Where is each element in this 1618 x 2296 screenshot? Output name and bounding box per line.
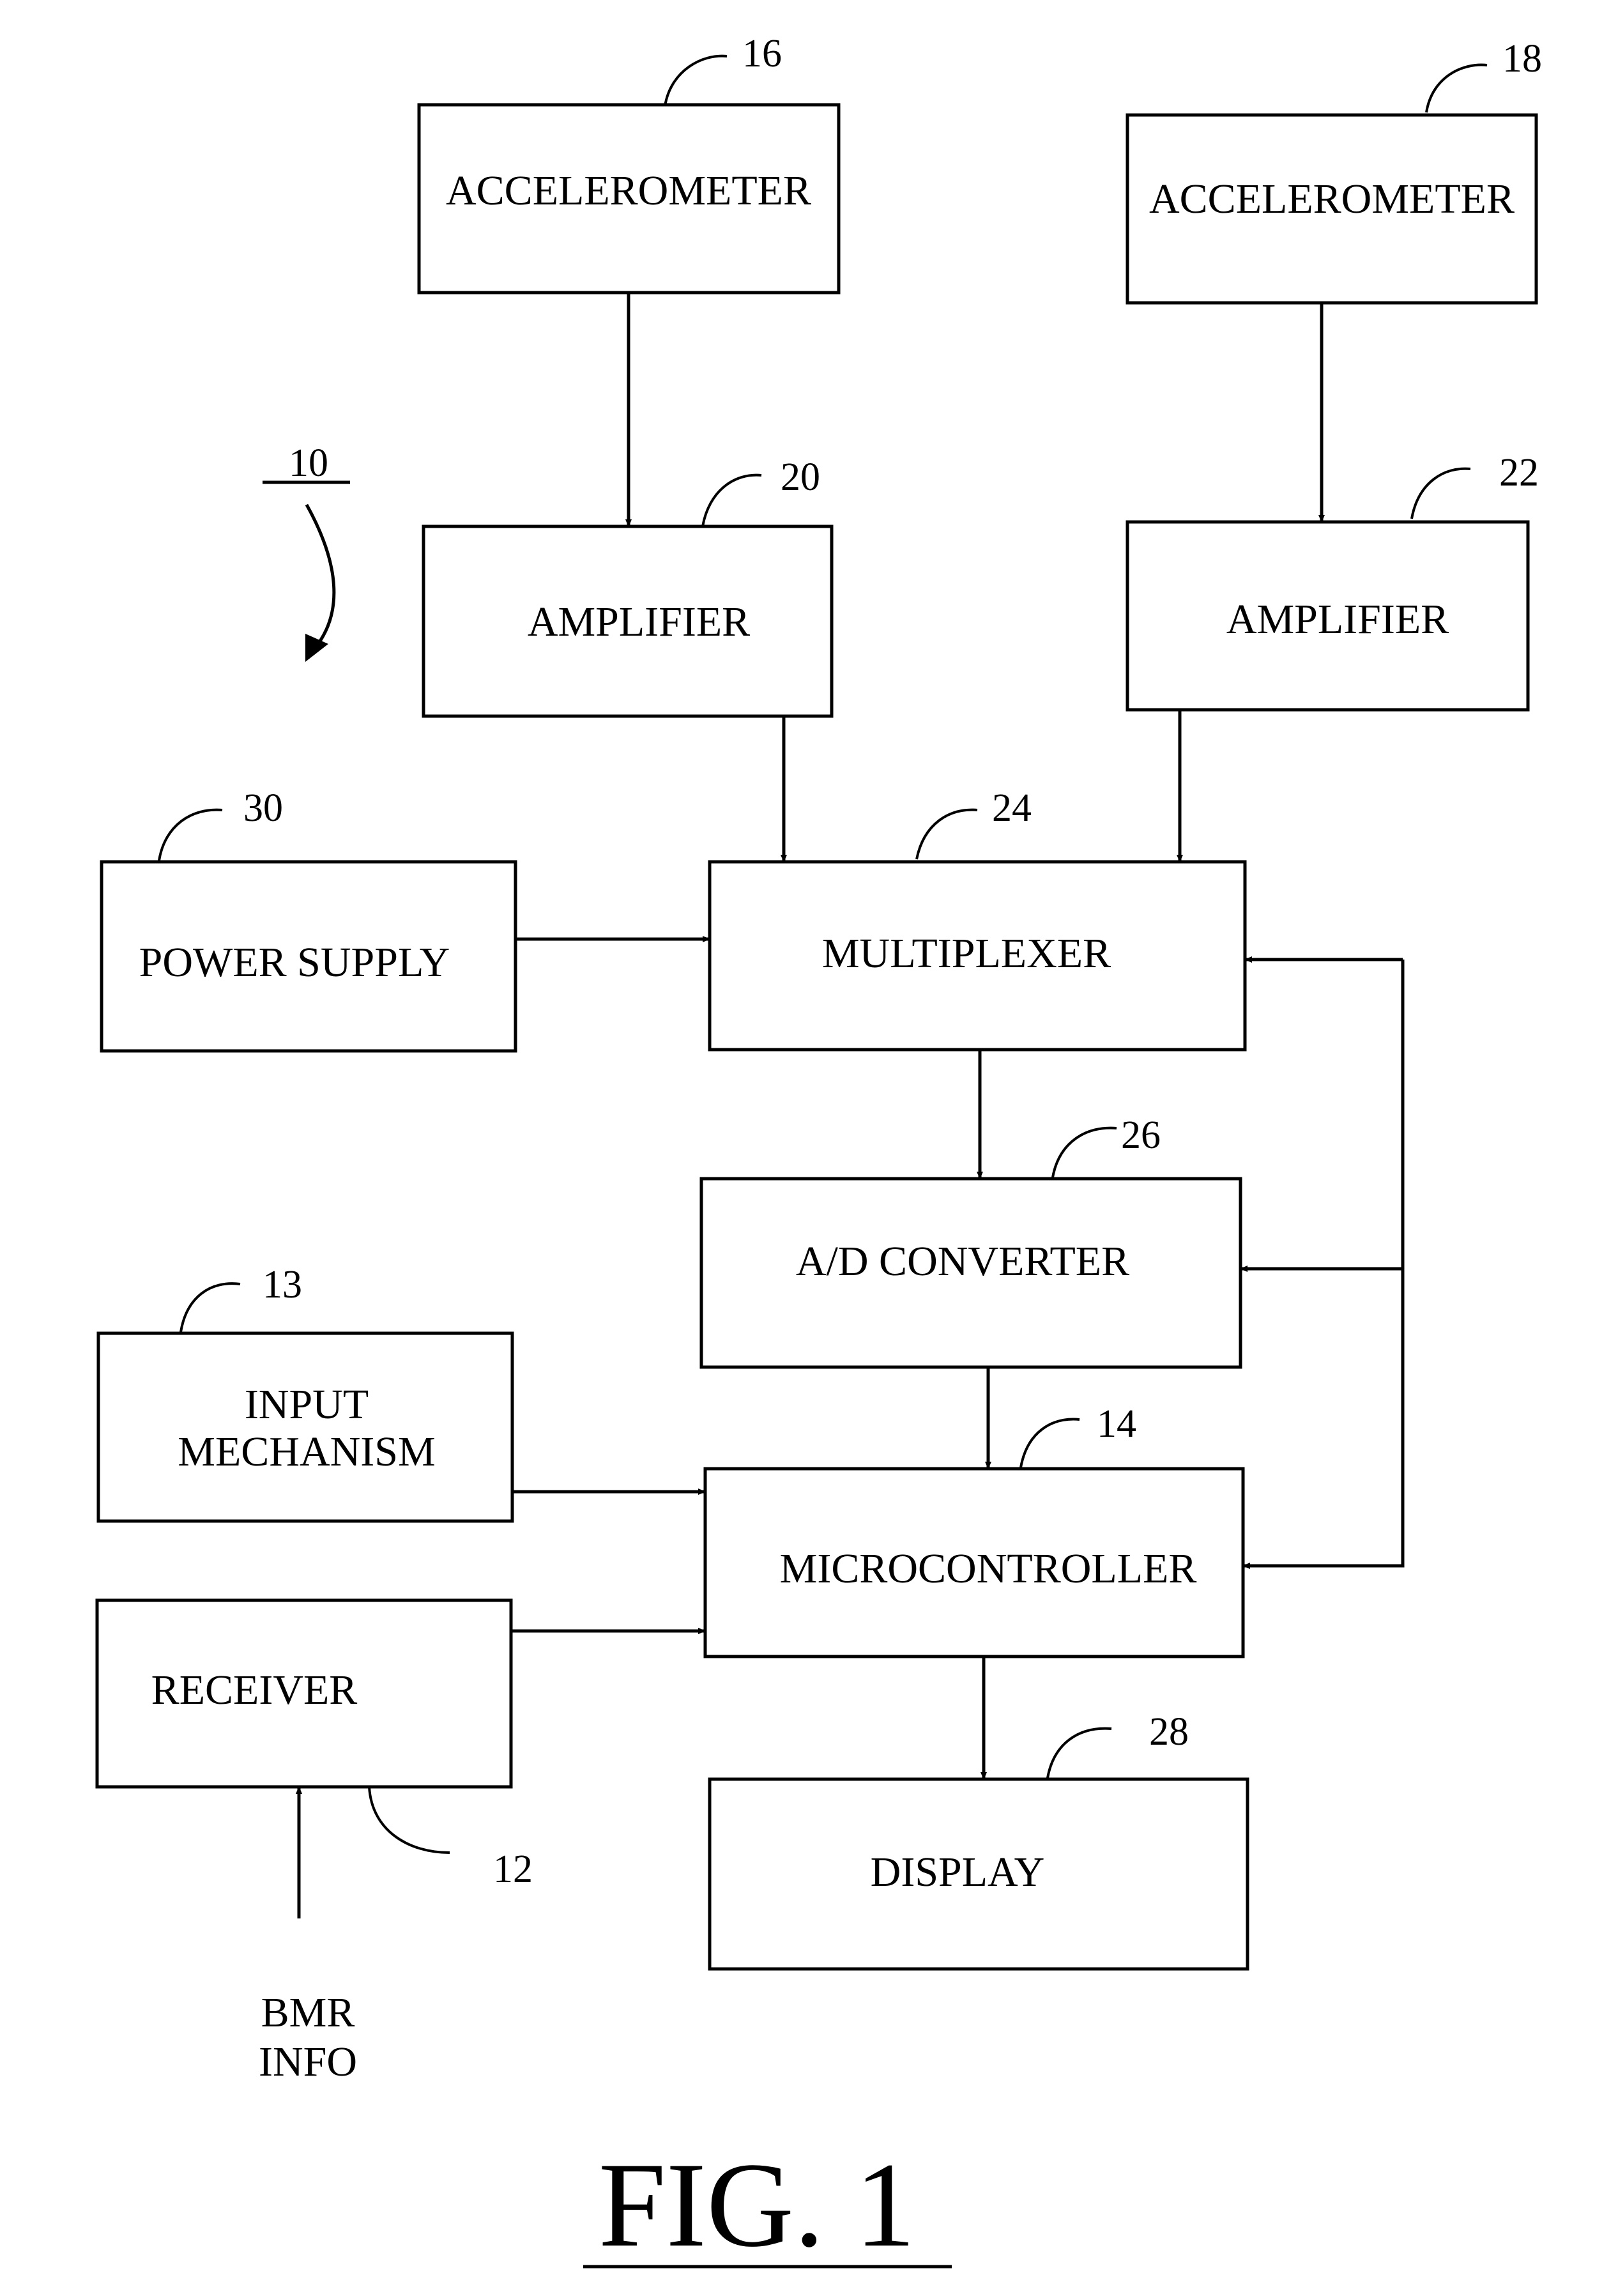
ref-leader-26 xyxy=(1053,1128,1117,1177)
accelerometer-16-label: ACCELEROMETER xyxy=(446,167,811,214)
ref-30: 30 xyxy=(243,786,283,830)
ref-leader-24 xyxy=(917,810,977,859)
ref-26: 26 xyxy=(1121,1114,1161,1157)
display-label: DISPLAY xyxy=(871,1849,1045,1895)
bmr-info-line1: BMR xyxy=(261,1989,355,2036)
ad-converter-label: A/D CONVERTER xyxy=(796,1238,1129,1285)
ref-20: 20 xyxy=(781,455,820,499)
ref-12: 12 xyxy=(493,1848,533,1891)
system-ref-arrowhead xyxy=(305,634,328,662)
ref-leader-20 xyxy=(703,475,761,526)
ref-leader-14 xyxy=(1021,1420,1080,1467)
ref-leader-30 xyxy=(159,810,222,861)
ref-16: 16 xyxy=(742,32,782,75)
control-bus-line xyxy=(1243,960,1403,1566)
ref-14: 14 xyxy=(1097,1402,1136,1446)
figure-label: FIG. 1 xyxy=(599,2138,915,2272)
receiver-label: RECEIVER xyxy=(151,1667,358,1713)
ref-22: 22 xyxy=(1499,451,1539,494)
ref-13: 13 xyxy=(263,1263,302,1306)
amplifier-22-label: AMPLIFIER xyxy=(1226,596,1449,643)
input-mechanism-label-line2: MECHANISM xyxy=(178,1428,435,1475)
amplifier-20-label: AMPLIFIER xyxy=(528,599,750,645)
accelerometer-18-label: ACCELEROMETER xyxy=(1149,176,1515,222)
ref-leader-12 xyxy=(369,1787,450,1853)
ref-leader-22 xyxy=(1412,469,1470,519)
ref-leader-16 xyxy=(665,56,727,106)
input-mechanism-label-line1: INPUT xyxy=(245,1381,369,1428)
microcontroller-label: MICROCONTROLLER xyxy=(780,1545,1197,1592)
ref-24: 24 xyxy=(992,786,1032,830)
ref-18: 18 xyxy=(1502,37,1542,80)
ref-leader-13 xyxy=(181,1283,240,1332)
ref-28: 28 xyxy=(1149,1710,1189,1754)
ref-10: 10 xyxy=(289,441,328,485)
ref-leader-28 xyxy=(1048,1729,1111,1778)
ref-leader-18 xyxy=(1426,65,1487,112)
multiplexer-label: MULTIPLEXER xyxy=(822,930,1111,977)
bmr-info-line2: INFO xyxy=(259,2039,357,2085)
power-supply-label: POWER SUPPLY xyxy=(139,939,450,986)
system-ref-curve xyxy=(307,505,334,650)
